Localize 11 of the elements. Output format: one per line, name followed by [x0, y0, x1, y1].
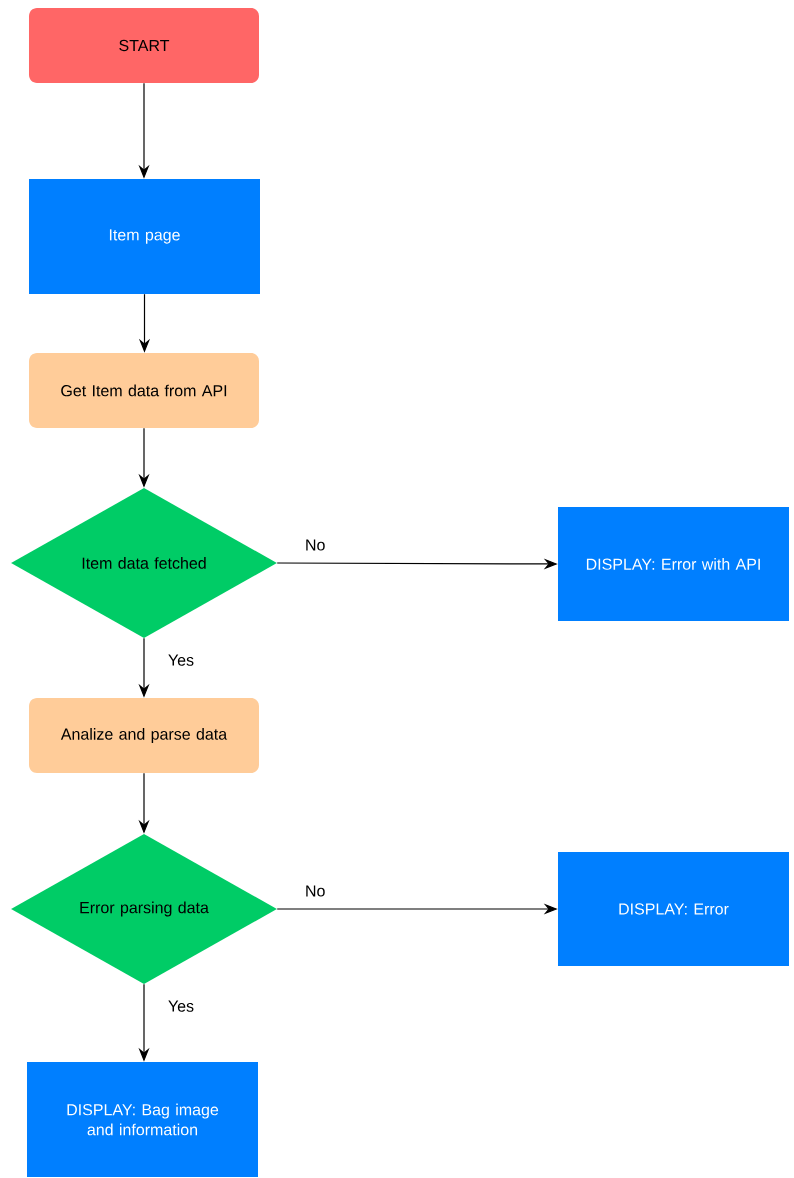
- process-box: DISPLAY: Error: [558, 852, 789, 966]
- edge-label: No: [303, 538, 327, 552]
- process-box: DISPLAY: Bag image and information: [27, 1062, 258, 1177]
- rounded-process-box: Analize and parse data: [29, 698, 259, 773]
- rounded-process-box: Get Item data from API: [29, 353, 259, 428]
- edge-label: Yes: [166, 999, 196, 1013]
- edge-label: No: [303, 884, 327, 898]
- rounded-process-box: START: [29, 8, 259, 83]
- edge-label: Yes: [166, 653, 196, 667]
- process-box: DISPLAY: Error with API: [558, 507, 789, 621]
- process-box: Item page: [29, 179, 260, 294]
